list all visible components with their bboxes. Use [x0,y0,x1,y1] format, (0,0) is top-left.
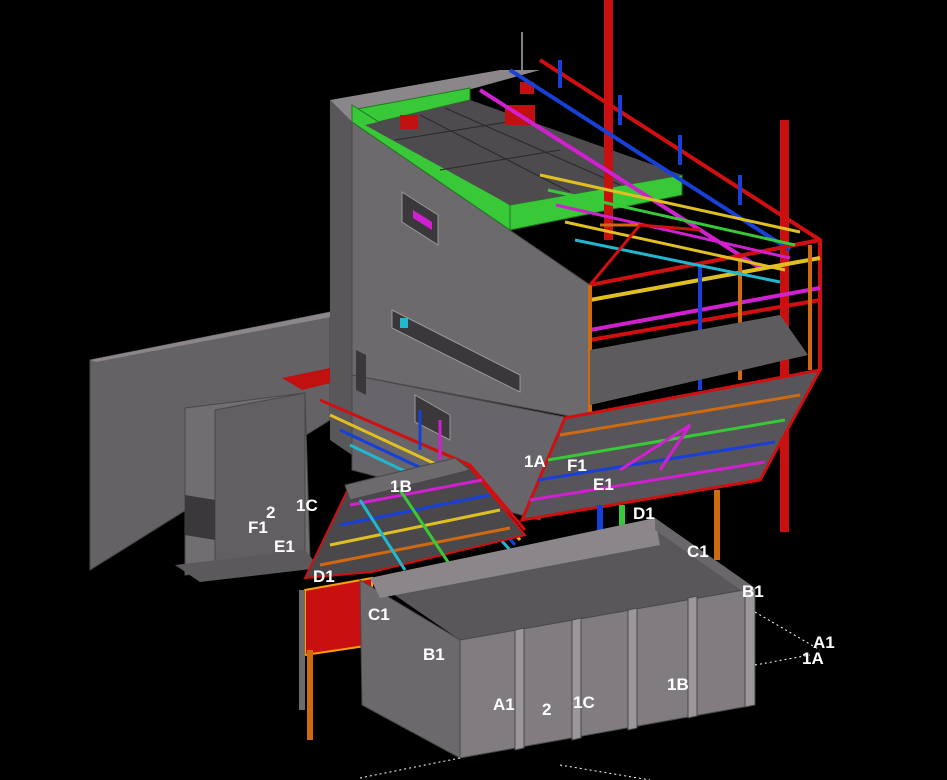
storage-box-right-inner [655,518,755,600]
inclined-chute [519,367,823,522]
grid-label-e1-left: E1 [274,537,295,556]
grid-label-1b-left: 1B [390,477,412,496]
left-wall-top-edge [90,312,336,362]
grid-label-2-left: 2 [266,503,275,522]
storage-box-pilasters [514,587,756,751]
grid-label-1a-upper: 1A [524,452,546,471]
grid-label-d1-upper: D1 [633,504,655,523]
window-middle-cyan [400,318,408,328]
hopper-roof-panel [344,457,472,501]
grid-label-e1-upper: E1 [593,475,614,494]
grid-label-a1-right: A1 [813,633,835,652]
grid-label-1a-right: 1A [802,649,824,668]
hopper-members [319,478,511,571]
storage-box-top [370,518,755,640]
grid-label-f1-upper: F1 [567,456,587,475]
grid-label-c1-left: C1 [368,605,390,624]
left-annex-base [175,550,320,582]
chute-members [529,393,801,502]
upper-steel-frame [478,58,822,420]
red-stack-tall [604,0,613,240]
grid-dimension-lines [359,611,821,780]
upper-floor-slab [590,315,808,405]
grid-label-1b-bottom: 1B [667,675,689,694]
storage-box-back-wall [370,518,660,598]
grid-label-2-bottom: 2 [542,700,551,719]
grid-labels: 1A F1 E1 D1 C1 B1 A1 1A 1B 2 1C F1 E1 D1… [248,452,835,719]
roof-deck [365,100,682,205]
grid-label-a1-bottom: A1 [493,695,515,714]
grid-label-1c-left: 1C [296,496,318,515]
window-upper-magenta [413,210,432,230]
main-block-side-wall [330,100,352,455]
left-annex-opening [185,495,215,540]
roof-deck-panels [394,107,621,193]
grid-label-b1-left: B1 [423,645,445,664]
upper-joists [539,173,801,286]
window-middle [391,309,521,393]
grid-label-1c-bottom: 1C [573,693,595,712]
grid-label-d1-left: D1 [313,567,335,586]
grid-label-f1-left: F1 [248,518,268,537]
side-slot [356,350,366,395]
grid-label-b1-right: B1 [742,582,764,601]
grid-label-c1-upper: C1 [687,542,709,561]
